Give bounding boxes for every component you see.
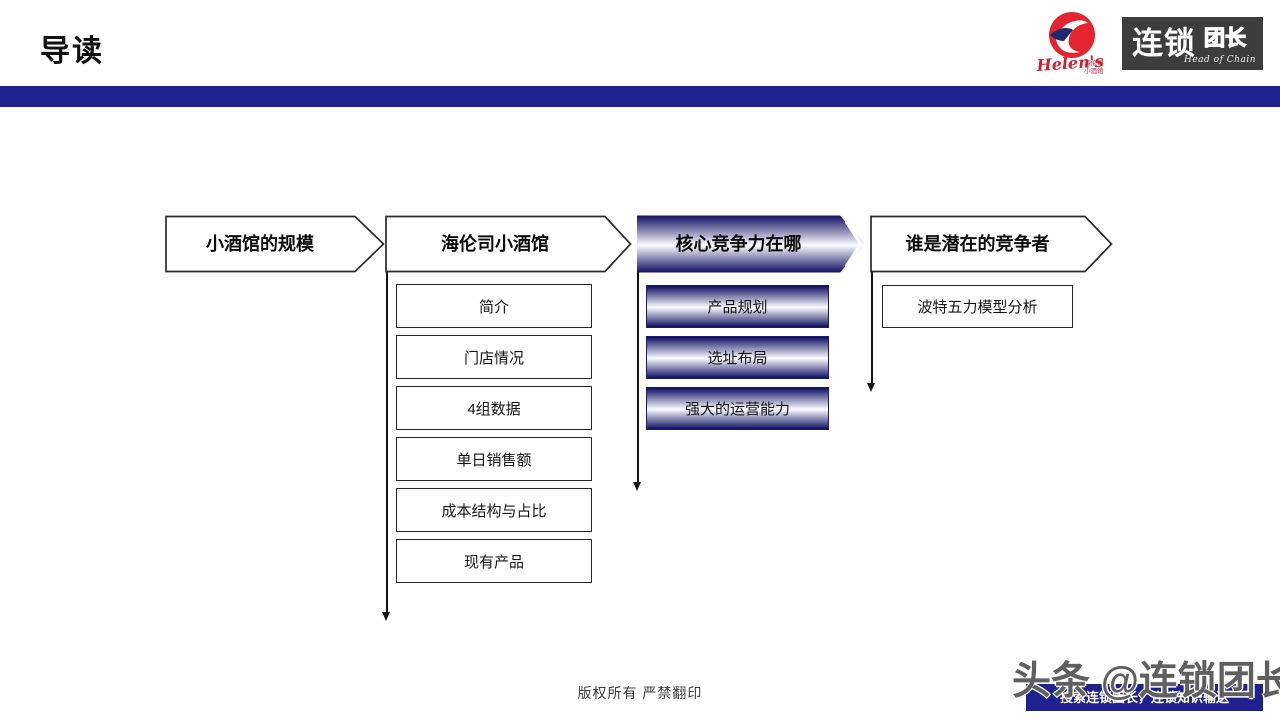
arrow-header-shape: [637, 215, 865, 273]
connector-line: [386, 272, 388, 612]
chain-logo-secondary-text: 团长: [1203, 27, 1246, 50]
arrow-header-shape: [385, 215, 632, 273]
flow-column-4: 谁是潜在的竞争者波特五力模型分析: [867, 215, 1113, 635]
flow-item-box: 产品规划: [646, 285, 829, 328]
arrow-header-shape: [165, 215, 385, 273]
copyright-notice: 版权所有 严禁翻印: [577, 685, 703, 701]
helens-logo-icon: Helen's 海伦司 小酒馆: [1035, 12, 1104, 75]
connector-line: [871, 272, 873, 383]
helens-logo-sub1: 海伦司: [1084, 58, 1104, 67]
flow-item-box: 成本结构与占比: [396, 488, 592, 532]
flow-item-box: 强大的运营能力: [646, 387, 829, 430]
connector-line: [637, 272, 639, 482]
flow-header-label: 核心竞争力在哪: [675, 234, 802, 254]
connector-arrowhead-icon: [382, 612, 391, 621]
flow-item-box: 门店情况: [396, 335, 592, 379]
flow-item-box: 4组数据: [396, 386, 592, 430]
chain-leader-logo: 连锁 团长 Head of Chain: [1122, 17, 1263, 70]
flow-column-1: 小酒馆的规模: [165, 215, 385, 635]
connector-arrowhead-icon: [633, 482, 642, 491]
chain-logo-main-text: 连锁: [1132, 26, 1196, 61]
promo-banner: 搜索连锁团长，连锁知识输送: [1026, 684, 1263, 711]
helens-logo-text: Helen's: [1035, 51, 1104, 75]
flow-item-box: 现有产品: [396, 539, 592, 583]
flow-column-3: 核心竞争力在哪产品规划选址布局强大的运营能力: [633, 215, 866, 635]
flow-header-label: 海伦司小酒馆: [441, 234, 549, 254]
connector-arrowhead-icon: [867, 383, 876, 392]
helens-logo-sub2: 小酒馆: [1084, 66, 1104, 75]
flow-item-box: 选址布局: [646, 336, 829, 379]
flow-item-box: 波特五力模型分析: [882, 285, 1073, 328]
chain-logo-tagline: Head of Chain: [1184, 55, 1256, 65]
page-title: 导读: [40, 35, 104, 68]
flow-header-label: 小酒馆的规模: [206, 234, 314, 254]
flow-item-box: 单日销售额: [396, 437, 592, 481]
flow-header-label: 谁是潜在的竞争者: [905, 234, 1050, 254]
flow-column-2: 海伦司小酒馆简介门店情况 4组数据单日销售额成本结构与占比现有产品: [382, 215, 632, 635]
flow-item-box: 简介: [396, 284, 592, 328]
toutiao-watermark: 头条 @连锁团长: [1012, 660, 1280, 703]
arrow-header-shape: [870, 215, 1113, 273]
header-divider-bar: [0, 86, 1280, 107]
